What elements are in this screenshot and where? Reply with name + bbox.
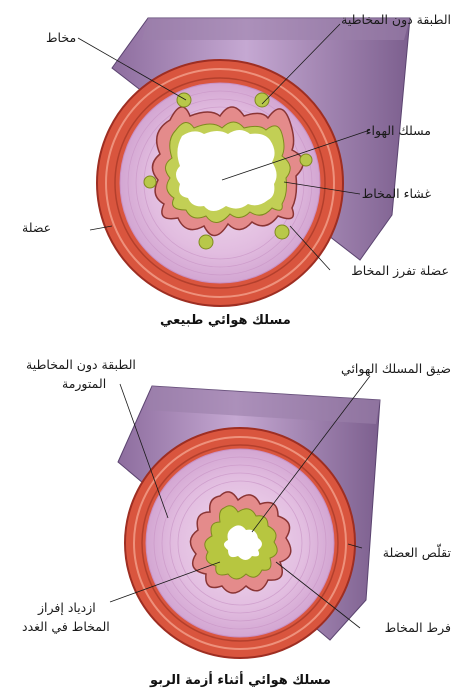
label-mucus: مخاط bbox=[46, 30, 77, 45]
leader-line bbox=[261, 23, 341, 105]
label-airway: مسلك الهواء bbox=[365, 123, 431, 138]
asthma-airway bbox=[109, 375, 381, 659]
label-gland-oversecretion-1: ازدياد إفراز bbox=[38, 600, 96, 615]
caption-asthma-airway: مسلك هوائي أثناء أزمة الربو bbox=[150, 673, 331, 688]
label-mucosa: غشاء المخاط bbox=[361, 186, 431, 201]
leader-line bbox=[289, 225, 331, 271]
leader-line bbox=[77, 37, 187, 101]
leader-line bbox=[283, 181, 361, 195]
label-airway-narrowing: ضيق المسلك الهوائي bbox=[341, 361, 451, 376]
lumen bbox=[224, 525, 262, 560]
leader-line bbox=[119, 383, 169, 519]
label-submucosa: الطبقة دون المخاطية bbox=[341, 12, 451, 27]
caption-normal-airway: مسلك هوائي طبيعي bbox=[160, 313, 291, 328]
label-swollen-submucosa-2: المتورمة bbox=[62, 376, 107, 391]
leader-line bbox=[89, 225, 113, 231]
label-muscle-contraction: تقلّص العضلة bbox=[382, 545, 451, 560]
lumen bbox=[176, 130, 277, 211]
leader-line bbox=[275, 561, 361, 629]
label-swollen-submucosa-1: الطبقة دون المخاطية bbox=[26, 357, 136, 372]
normal-airway bbox=[77, 17, 411, 307]
leader-line bbox=[221, 129, 371, 181]
leader-line bbox=[251, 375, 371, 533]
label-excess-mucus: فرط المخاط bbox=[384, 620, 451, 635]
leader-line bbox=[109, 561, 221, 603]
label-muscle: عضلة bbox=[22, 220, 52, 235]
label-mucus-gland-muscle: عضلة تفرز المخاط bbox=[351, 263, 449, 278]
label-gland-oversecretion-2: المخاط في الغدد bbox=[22, 619, 110, 634]
leader-line bbox=[347, 543, 363, 549]
